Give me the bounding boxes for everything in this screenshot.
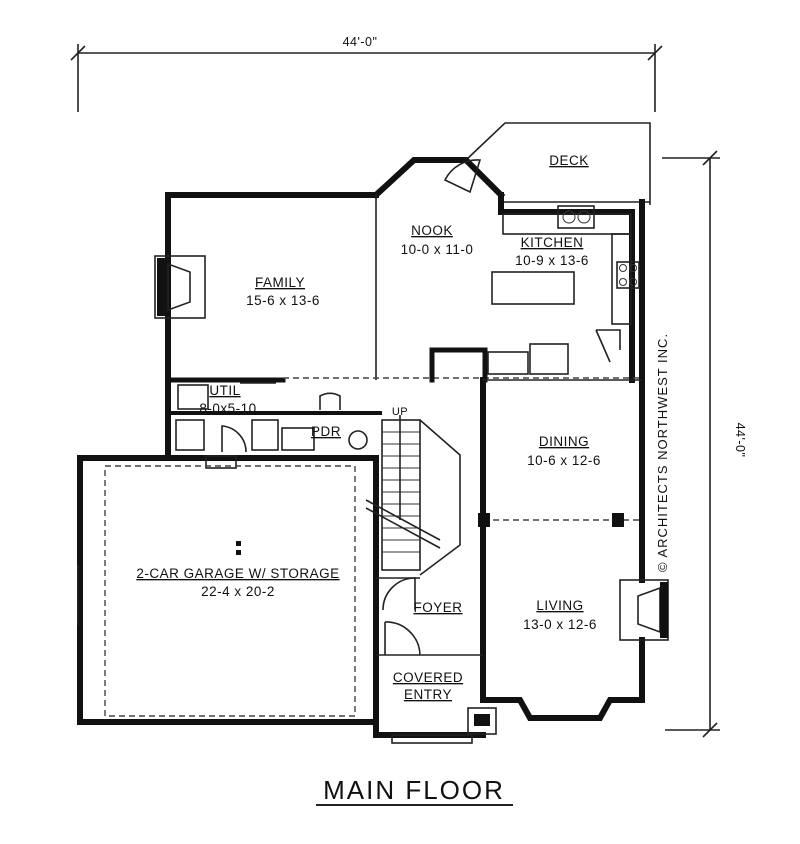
nook-size: 10-0 x 11-0 <box>401 242 474 257</box>
entry-label-line2: ENTRY <box>404 687 452 702</box>
deck-label: DECK <box>549 153 589 168</box>
nook-label: NOOK <box>411 223 453 238</box>
stair-up-label: UP <box>392 406 408 418</box>
living-size: 13-0 x 12-6 <box>523 617 597 632</box>
kitchen-label: KITCHEN <box>521 235 584 250</box>
dining-size: 10-6 x 12-6 <box>527 453 601 468</box>
entry-label-line1: COVERED <box>393 670 463 685</box>
garage-features <box>77 465 367 725</box>
living-label: LIVING <box>536 598 583 613</box>
family-label: FAMILY <box>255 275 305 290</box>
kitchen-size: 10-9 x 13-6 <box>515 253 589 268</box>
interior-walls <box>165 195 642 656</box>
garage-size: 22-4 x 20-2 <box>201 584 275 599</box>
utility-fixtures <box>175 384 368 469</box>
width-dimension: 44'-0" <box>343 35 378 49</box>
deck <box>465 122 651 205</box>
util-label: UTIL <box>209 383 240 398</box>
living-fireplace <box>619 579 669 641</box>
width-dimension-line <box>70 44 663 112</box>
entry-features <box>391 707 497 744</box>
doors <box>221 159 482 656</box>
pdr-label: PDR <box>311 424 341 439</box>
util-size: 8-0x5-10 <box>199 401 256 416</box>
architect-credit: © ARCHITECTS NORTHWEST INC. <box>655 333 670 572</box>
stairs <box>365 415 461 576</box>
depth-dimension: 44'-0" <box>733 423 747 458</box>
family-fireplace <box>154 255 206 319</box>
depth-dimension-line <box>662 150 720 738</box>
kitchen-counters <box>487 205 640 375</box>
foyer-label: FOYER <box>413 600 462 615</box>
garage-label: 2-CAR GARAGE W/ STORAGE <box>136 566 339 581</box>
plan-title: MAIN FLOOR <box>323 775 505 805</box>
dining-label: DINING <box>539 434 589 449</box>
family-size: 15-6 x 13-6 <box>246 293 320 308</box>
